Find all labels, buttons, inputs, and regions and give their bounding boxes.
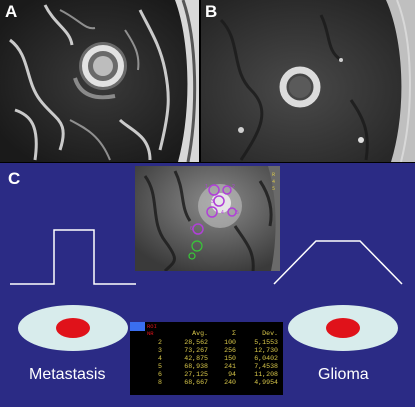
roi-statistics-table: ROI NR Avg. Σ Dev. 2 28,562 100 5,1553 3… bbox=[130, 322, 283, 395]
table-cell-dev: 7,4538 bbox=[254, 363, 278, 370]
svg-text:4: 4 bbox=[272, 179, 275, 185]
svg-text:3: 3 bbox=[211, 199, 214, 205]
glioma-profile-curve bbox=[273, 240, 403, 285]
metastasis-diagram bbox=[18, 305, 128, 351]
table-cell-n: 4 bbox=[158, 355, 162, 362]
table-cell-avg: 68,938 bbox=[184, 363, 208, 370]
svg-text:6: 6 bbox=[190, 226, 193, 232]
table-cell-avg: 68,667 bbox=[184, 379, 208, 386]
glioma-label: Glioma bbox=[318, 366, 369, 383]
svg-text:5: 5 bbox=[236, 210, 239, 216]
glioma-diagram bbox=[288, 305, 398, 351]
roi-mri-image: 1 2 3 4 5 6 R 4 5 bbox=[135, 166, 280, 271]
table-cell-avg: 73,267 bbox=[184, 347, 208, 354]
table-row: 5 68,938 241 7,4538 bbox=[130, 363, 283, 371]
table-cell-dev: 5,1553 bbox=[254, 339, 278, 346]
panel-a: A bbox=[0, 0, 199, 162]
table-cell-dev: 6,0402 bbox=[254, 355, 278, 362]
svg-text:R: R bbox=[272, 172, 275, 178]
panel-a-label: A bbox=[5, 2, 18, 21]
panel-b: B bbox=[201, 0, 415, 162]
table-cell-dev: 4,9954 bbox=[254, 379, 278, 386]
table-row: 3 73,267 256 12,730 bbox=[130, 347, 283, 355]
table-header: Avg. Σ Dev. bbox=[130, 330, 283, 338]
svg-text:4: 4 bbox=[221, 210, 224, 216]
table-cell-avg: 27,125 bbox=[184, 371, 208, 378]
table-cell-sigma: 100 bbox=[224, 339, 236, 346]
table-cell-dev: 12,730 bbox=[254, 347, 278, 354]
roi-mri-inset: 1 2 3 4 5 6 R 4 5 bbox=[135, 166, 280, 271]
panel-c-label: C bbox=[8, 169, 21, 188]
table-blue-marker bbox=[130, 322, 145, 331]
panel-c: C bbox=[0, 163, 415, 407]
metastasis-label: Metastasis bbox=[29, 366, 106, 383]
table-cell-n: 2 bbox=[158, 339, 162, 346]
table-cell-avg: 28,562 bbox=[184, 339, 208, 346]
svg-text:1: 1 bbox=[205, 184, 208, 190]
table-side-label-roi: ROI bbox=[147, 323, 157, 330]
mri-image-a bbox=[0, 0, 199, 162]
table-cell-sigma: 150 bbox=[224, 355, 236, 362]
table-row: 2 28,562 100 5,1553 bbox=[130, 339, 283, 347]
panel-b-label: B bbox=[205, 2, 218, 21]
table-cell-n: 3 bbox=[158, 347, 162, 354]
table-cell-avg: 42,875 bbox=[184, 355, 208, 362]
table-row: 4 42,875 150 6,0402 bbox=[130, 355, 283, 363]
table-cell-sigma: 240 bbox=[224, 379, 236, 386]
mri-image-b bbox=[201, 0, 415, 162]
table-cell-n: 6 bbox=[158, 371, 162, 378]
table-header-avg: Avg. bbox=[192, 330, 208, 337]
table-cell-n: 5 bbox=[158, 363, 162, 370]
table-cell-sigma: 256 bbox=[224, 347, 236, 354]
table-header-sigma: Σ bbox=[232, 330, 236, 337]
table-header-dev: Dev. bbox=[262, 330, 278, 337]
table-cell-sigma: 94 bbox=[228, 371, 236, 378]
table-cell-n: 8 bbox=[158, 379, 162, 386]
svg-text:2: 2 bbox=[232, 184, 235, 190]
metastasis-profile-curve bbox=[10, 229, 136, 285]
table-cell-dev: 11,208 bbox=[254, 371, 278, 378]
table-row: 8 68,667 240 4,9954 bbox=[130, 379, 283, 387]
table-cell-sigma: 241 bbox=[224, 363, 236, 370]
table-row: 6 27,125 94 11,208 bbox=[130, 371, 283, 379]
table-side-label-nr: NR bbox=[147, 330, 154, 337]
svg-text:5: 5 bbox=[272, 186, 275, 192]
